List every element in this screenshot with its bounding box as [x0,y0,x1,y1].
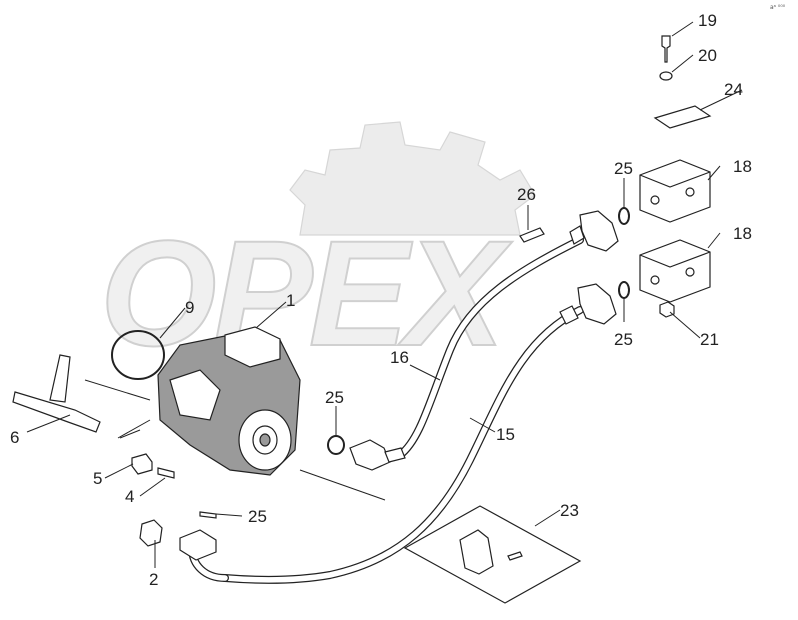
callout-18-lower: 18 [733,224,752,243]
callout-25-upper-block: 25 [614,159,633,178]
elbow-fitting [179,529,229,582]
spacer-5 [131,453,153,475]
bracket-6 [12,354,101,433]
watermark: OPEX [99,121,536,378]
corner-code: aᵃ ⁰⁰⁰ [770,4,786,11]
nut-21 [659,301,675,318]
watermark-text: OPEX [100,209,513,377]
washer-20 [659,71,673,81]
callout-26: 26 [517,185,536,204]
callout-24: 24 [724,80,743,99]
valve-block-lower [639,239,711,303]
screw-19 [661,35,671,63]
o-ring-25-upper [618,207,630,225]
o-ring-25-port [327,435,345,455]
valve-block-upper [639,159,711,223]
callout-19: 19 [698,11,717,30]
callout-20: 20 [698,46,717,65]
callout-6: 6 [10,428,19,447]
callout-16: 16 [390,348,409,367]
flange-fitting [349,439,406,471]
callout-21: 21 [700,330,719,349]
leader-lines [26,21,743,568]
callout-25-lower-block: 25 [614,330,633,349]
callout-5: 5 [93,469,102,488]
bolt-4 [157,467,175,479]
bolt-26 [519,227,545,243]
o-ring-25-lower [618,281,630,299]
callout-18-upper: 18 [733,157,752,176]
fitting-2 [139,519,163,547]
callout-2: 2 [149,570,158,589]
plate-24 [653,105,712,129]
callout-23: 23 [560,501,579,520]
callout-25-port: 25 [325,388,344,407]
seal-25 [199,511,217,519]
callouts: 1 2 4 5 6 9 15 16 18 18 19 20 21 23 24 2… [10,11,752,589]
callout-1: 1 [286,291,295,310]
hose-16 [396,210,619,459]
hydraulic-pump [157,326,301,476]
callout-15: 15 [496,425,515,444]
hose-15 [221,283,617,584]
callout-25-seal: 25 [248,507,267,526]
kit-23 [403,505,582,604]
callout-4: 4 [125,487,134,506]
callout-9: 9 [185,298,194,317]
o-ring-9 [111,330,165,380]
